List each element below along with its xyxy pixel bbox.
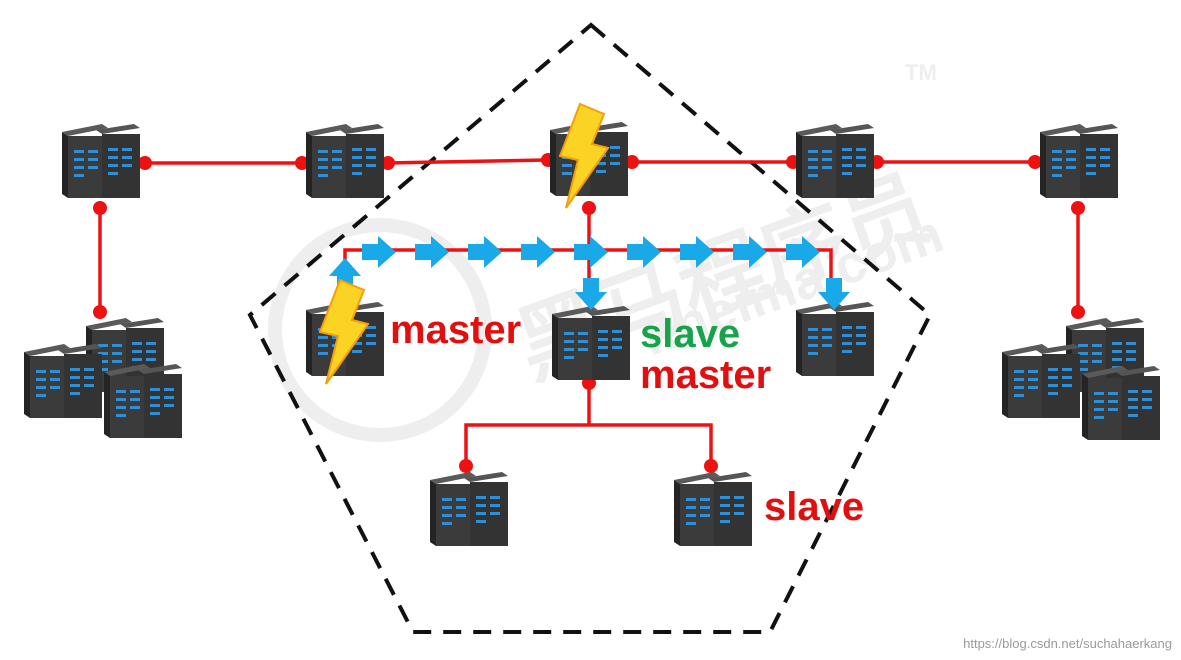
slave-label: slave: [764, 485, 864, 529]
master-label: master: [390, 308, 521, 352]
logo-tm-text: TM: [905, 60, 937, 85]
server-icon: [796, 302, 874, 376]
logo-ring-icon: [268, 218, 492, 442]
server-icon: [796, 124, 874, 198]
server-cluster-icon: [24, 318, 182, 438]
server-icon: [306, 124, 384, 198]
arrow-right-icon: [362, 236, 396, 268]
master-label: master: [640, 353, 771, 397]
arrow-right-icon: [574, 236, 608, 268]
server-cluster-icon: [1002, 318, 1160, 440]
watermark-url: https://blog.csdn.net/suchahaerkang: [963, 636, 1172, 651]
server-icon: [674, 472, 752, 546]
arrow-right-icon: [468, 236, 502, 268]
server-icon: [430, 472, 508, 546]
arrow-right-icon: [521, 236, 555, 268]
server-icon: [1040, 124, 1118, 198]
cluster-boundary-pentagon: [247, 22, 933, 634]
server-icon: [62, 124, 140, 198]
slave-label: slave: [640, 312, 740, 356]
